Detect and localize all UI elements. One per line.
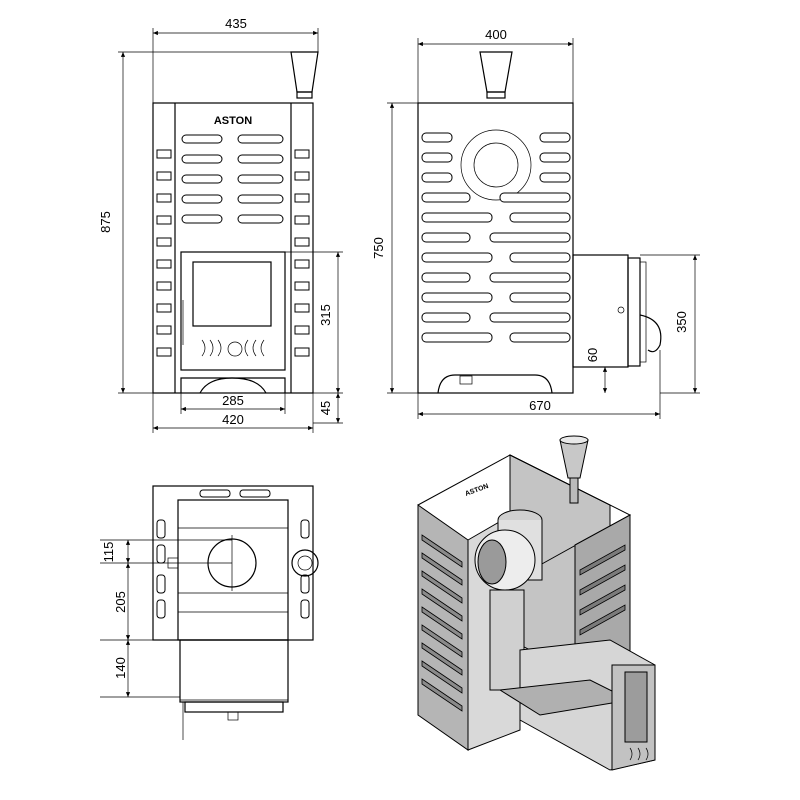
iso-chimney bbox=[559, 439, 589, 479]
top-view: 115 205 140 bbox=[100, 485, 319, 740]
dim-tunnel-height: 350 bbox=[674, 311, 689, 333]
chimney-pipe bbox=[290, 51, 319, 93]
front-right-slots bbox=[294, 149, 310, 357]
top-tunnel bbox=[179, 639, 289, 703]
side-view: 400 750 350 60 670 bbox=[371, 27, 700, 419]
dim-tunnel-offset: 60 bbox=[585, 348, 600, 362]
front-view: ASTON bbox=[98, 16, 343, 433]
iso-right-ribs bbox=[579, 544, 626, 636]
dim-front-height: 875 bbox=[98, 211, 113, 233]
dim-side-total-length: 670 bbox=[529, 398, 551, 413]
dim-door-height: 315 bbox=[318, 304, 333, 326]
side-slots bbox=[421, 132, 571, 343]
door-handle bbox=[639, 314, 662, 353]
dim-side-top-width: 400 bbox=[485, 27, 507, 42]
door-air-vents bbox=[201, 339, 265, 357]
dim-base-width: 420 bbox=[222, 412, 244, 427]
brand-logo: ASTON bbox=[214, 115, 252, 127]
dim-door-width: 285 bbox=[222, 393, 244, 408]
front-body bbox=[152, 102, 314, 394]
dim-leg-height: 45 bbox=[318, 401, 333, 415]
side-chimney bbox=[479, 51, 513, 93]
dim-side-height: 750 bbox=[371, 237, 386, 259]
top-chimney-collar bbox=[291, 549, 319, 577]
side-flue-ring bbox=[460, 129, 532, 201]
isometric-cutaway: ASTON bbox=[417, 435, 656, 771]
dim-top-a: 115 bbox=[101, 542, 116, 563]
dim-top-b: 205 bbox=[113, 591, 128, 613]
svg-text:ASTON: ASTON bbox=[464, 483, 489, 498]
fire-door bbox=[180, 251, 286, 371]
front-center-slots bbox=[181, 134, 284, 224]
dim-top-c: 140 bbox=[113, 657, 128, 679]
front-left-slots bbox=[156, 149, 172, 357]
door-glass bbox=[192, 261, 272, 327]
side-body bbox=[417, 102, 574, 394]
iso-left-ribs bbox=[421, 534, 463, 712]
dim-front-top-width: 435 bbox=[225, 16, 247, 31]
